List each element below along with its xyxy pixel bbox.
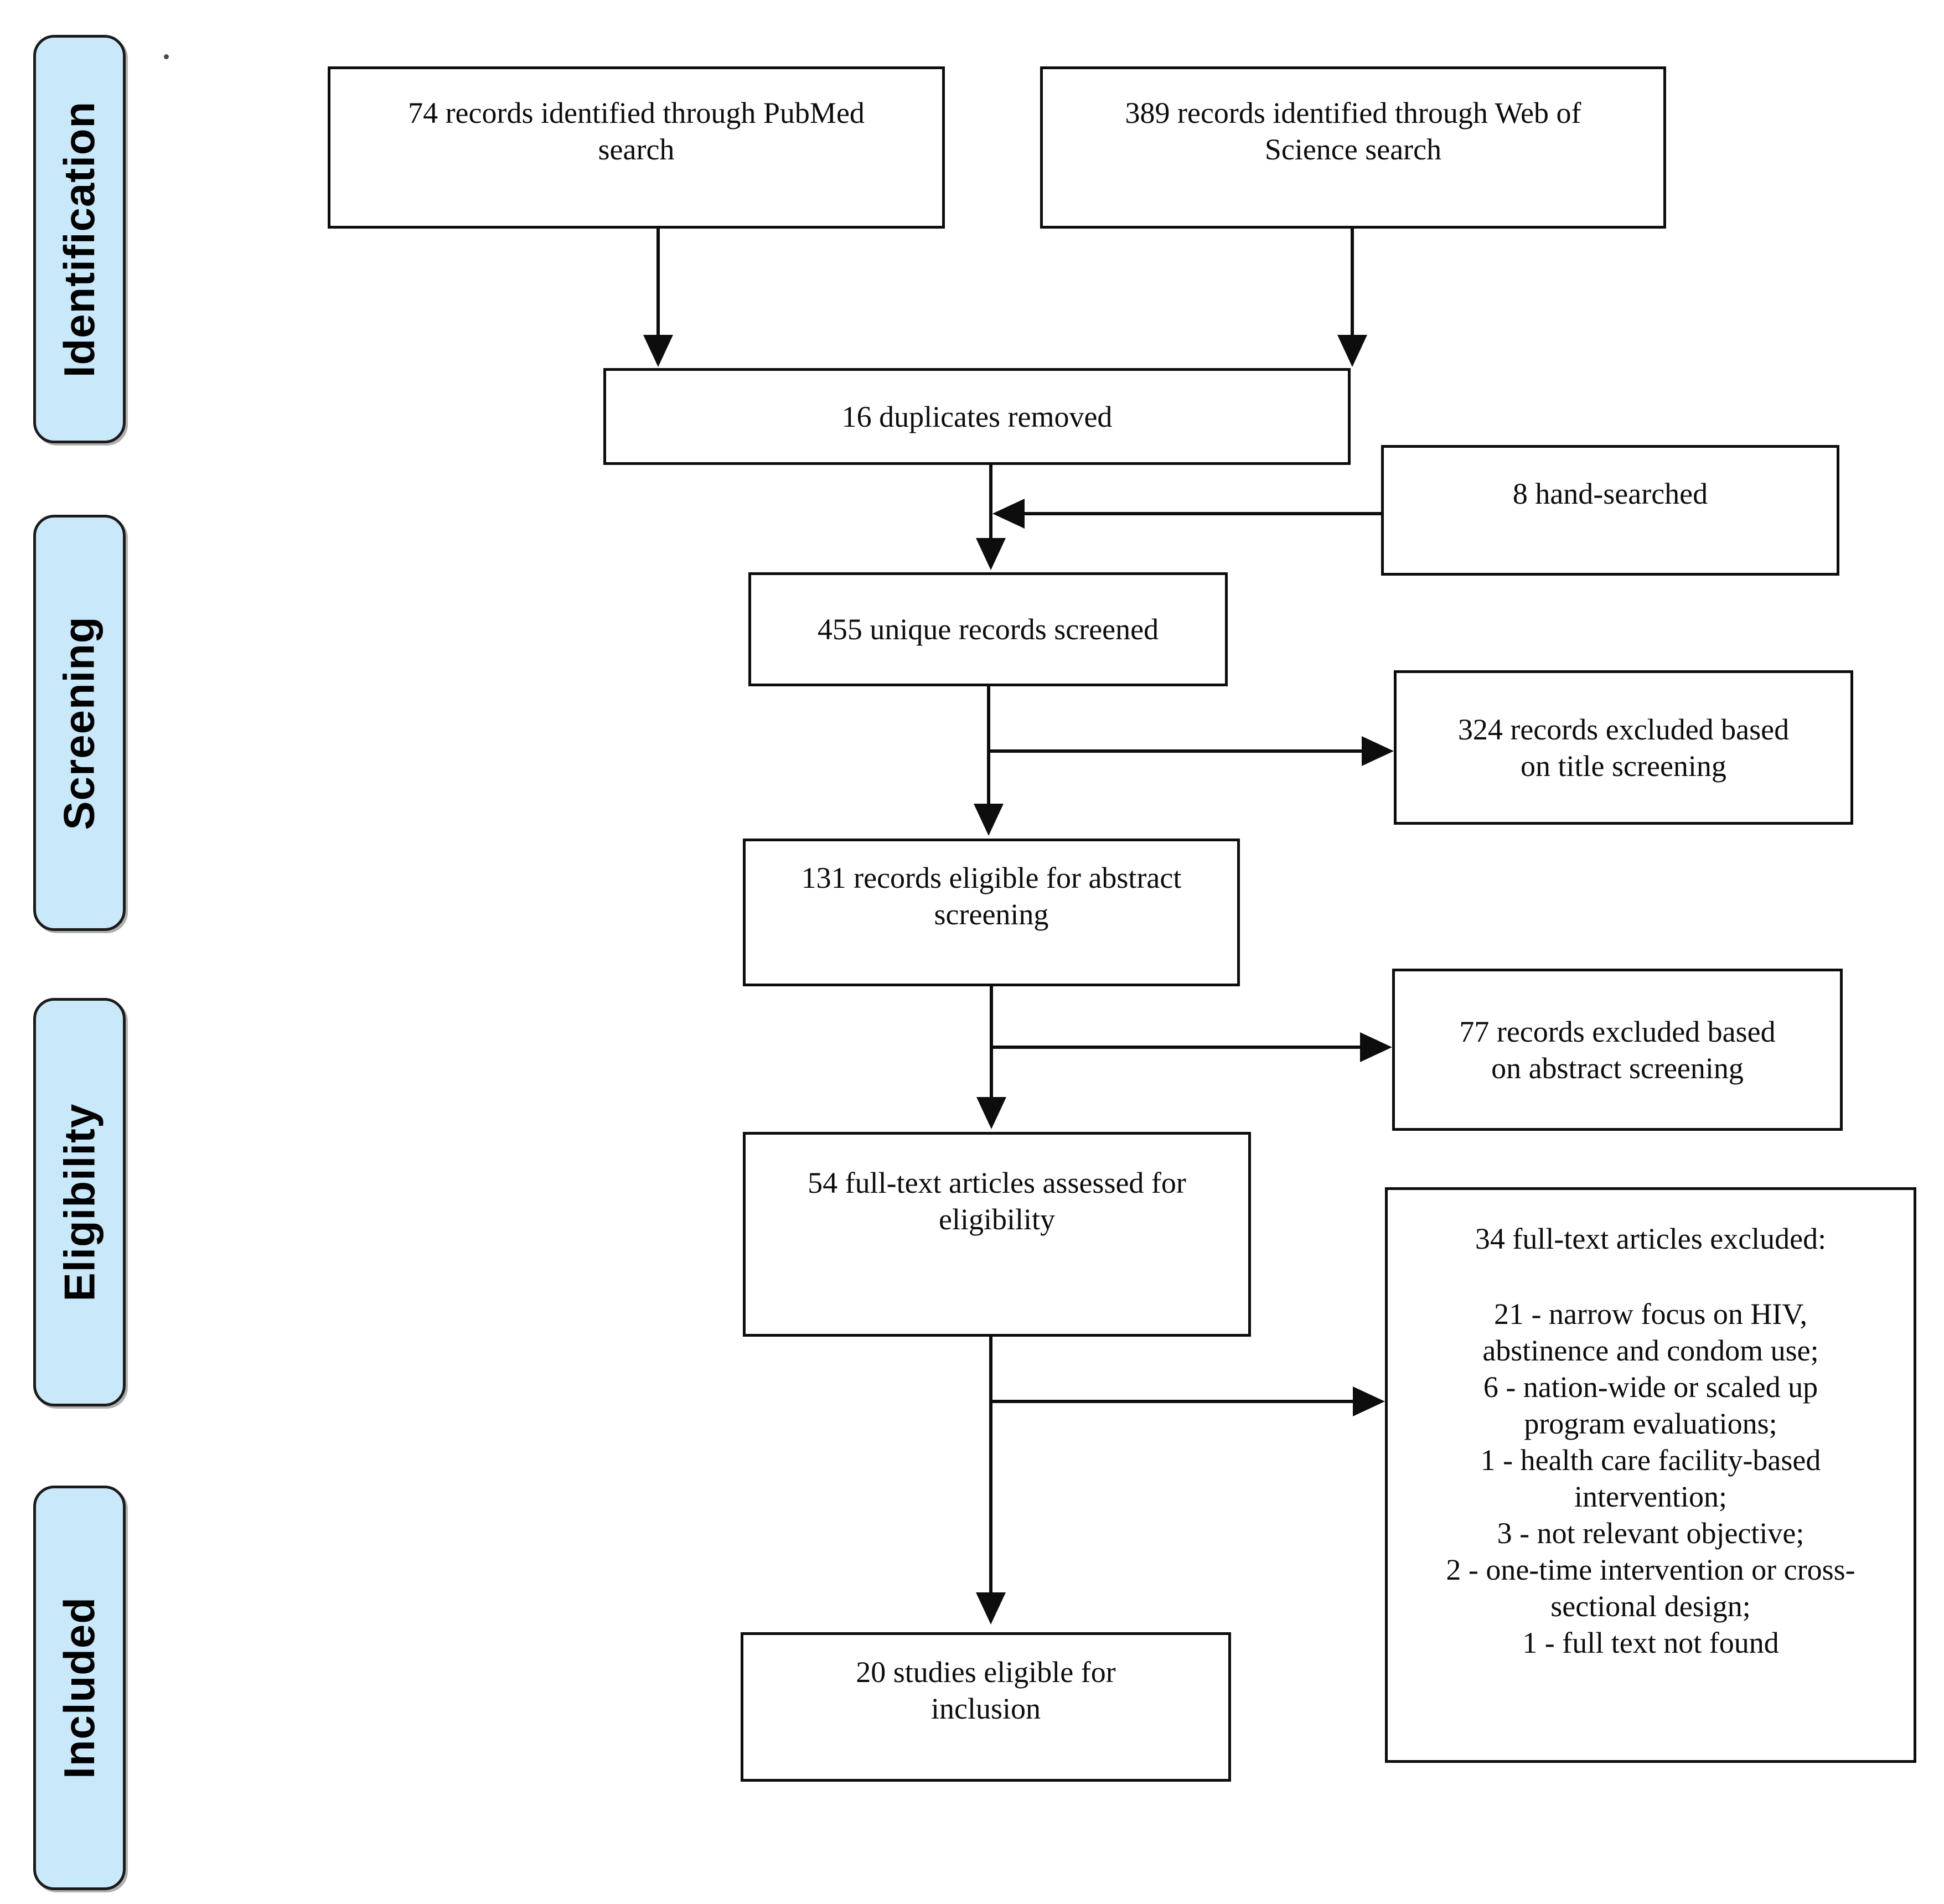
arrowhead-down-icon	[976, 1592, 1006, 1624]
node-excluded-abstract-screening-text: 77 records excluded based on abstract sc…	[1459, 1015, 1776, 1085]
connector-branch-abstract-excluded	[990, 1046, 1360, 1049]
node-abstract-eligible: 131 records eligible for abstract screen…	[743, 839, 1240, 986]
connector-fulltext-to-included	[989, 1337, 992, 1592]
node-fulltext-assessed-text: 54 full-text articles assessed for eligi…	[808, 1166, 1186, 1236]
node-abstract-eligible-text: 131 records eligible for abstract screen…	[801, 861, 1182, 931]
arrowhead-down-icon	[974, 804, 1004, 836]
node-web-of-science-records: 389 records identified through Web of Sc…	[1040, 66, 1666, 229]
arrowhead-down-icon	[643, 335, 673, 367]
stage-eligibility-label: Eligibility	[55, 1103, 104, 1301]
stage-eligibility: Eligibility	[33, 998, 126, 1406]
node-unique-records-screened-text: 455 unique records screened	[817, 613, 1159, 646]
exclusion-reason: 21 - narrow focus on HIV, abstinence and…	[1482, 1297, 1819, 1367]
arrowhead-down-icon	[1337, 335, 1367, 367]
stage-included: Included	[33, 1486, 126, 1890]
connector-wos-to-duplicates	[1351, 229, 1354, 335]
connector-pubmed-to-duplicates	[656, 229, 660, 335]
node-web-of-science-records-text: 389 records identified through Web of Sc…	[1125, 96, 1581, 166]
arrowhead-down-icon	[976, 1097, 1006, 1129]
node-fulltext-excluded-title: 34 full-text articles excluded:	[1475, 1222, 1827, 1255]
node-hand-searched-text: 8 hand-searched	[1512, 477, 1708, 510]
exclusion-reason: 2 - one-time intervention or cross- sect…	[1446, 1553, 1855, 1623]
connector-branch-fulltext-excluded	[989, 1400, 1353, 1403]
node-included-studies-text: 20 studies eligible for inclusion	[856, 1655, 1116, 1725]
connector-branch-title-excluded	[987, 749, 1362, 753]
node-hand-searched: 8 hand-searched	[1381, 445, 1839, 576]
connector-screened-to-abstract	[987, 686, 990, 804]
node-duplicates-removed-text: 16 duplicates removed	[841, 400, 1113, 433]
stage-identification: Identification	[33, 35, 126, 443]
node-included-studies: 20 studies eligible for inclusion	[741, 1632, 1231, 1782]
node-excluded-abstract-screening: 77 records excluded based on abstract sc…	[1392, 969, 1843, 1131]
node-excluded-title-screening-text: 324 records excluded based on title scre…	[1457, 712, 1790, 783]
exclusion-reason: 1 - full text not found	[1522, 1626, 1779, 1659]
node-excluded-title-screening: 324 records excluded based on title scre…	[1394, 670, 1853, 825]
node-unique-records-screened: 455 unique records screened	[748, 572, 1228, 686]
connector-handsearched-to-flow	[1025, 512, 1381, 515]
exclusion-reason: 3 - not relevant objective;	[1497, 1517, 1805, 1550]
node-pubmed-records-text: 74 records identified through PubMed sea…	[408, 96, 865, 166]
exclusion-reason: 1 - health care facility-based intervent…	[1480, 1443, 1821, 1513]
stage-identification-label: Identification	[55, 101, 104, 377]
node-fulltext-excluded: 34 full-text articles excluded: 21 - nar…	[1385, 1187, 1916, 1763]
fulltext-excluded-reasons-list: 21 - narrow focus on HIV, abstinence and…	[1388, 1296, 1914, 1661]
connector-duplicates-to-screened	[989, 465, 992, 538]
stage-included-label: Included	[55, 1597, 104, 1779]
arrowhead-down-icon	[976, 538, 1006, 570]
arrowhead-right-icon	[1362, 736, 1394, 766]
arrowhead-right-icon	[1360, 1032, 1392, 1062]
stage-screening-label: Screening	[55, 615, 104, 830]
node-duplicates-removed: 16 duplicates removed	[603, 368, 1351, 465]
arrowhead-right-icon	[1353, 1386, 1385, 1416]
arrowhead-left-icon	[992, 499, 1025, 529]
node-pubmed-records: 74 records identified through PubMed sea…	[328, 66, 945, 229]
connector-abstract-to-fulltext	[990, 986, 993, 1097]
stage-screening: Screening	[33, 515, 126, 931]
stray-mark	[164, 54, 169, 59]
node-fulltext-assessed: 54 full-text articles assessed for eligi…	[743, 1132, 1251, 1337]
exclusion-reason: 6 - nation-wide or scaled up program eva…	[1483, 1370, 1818, 1440]
